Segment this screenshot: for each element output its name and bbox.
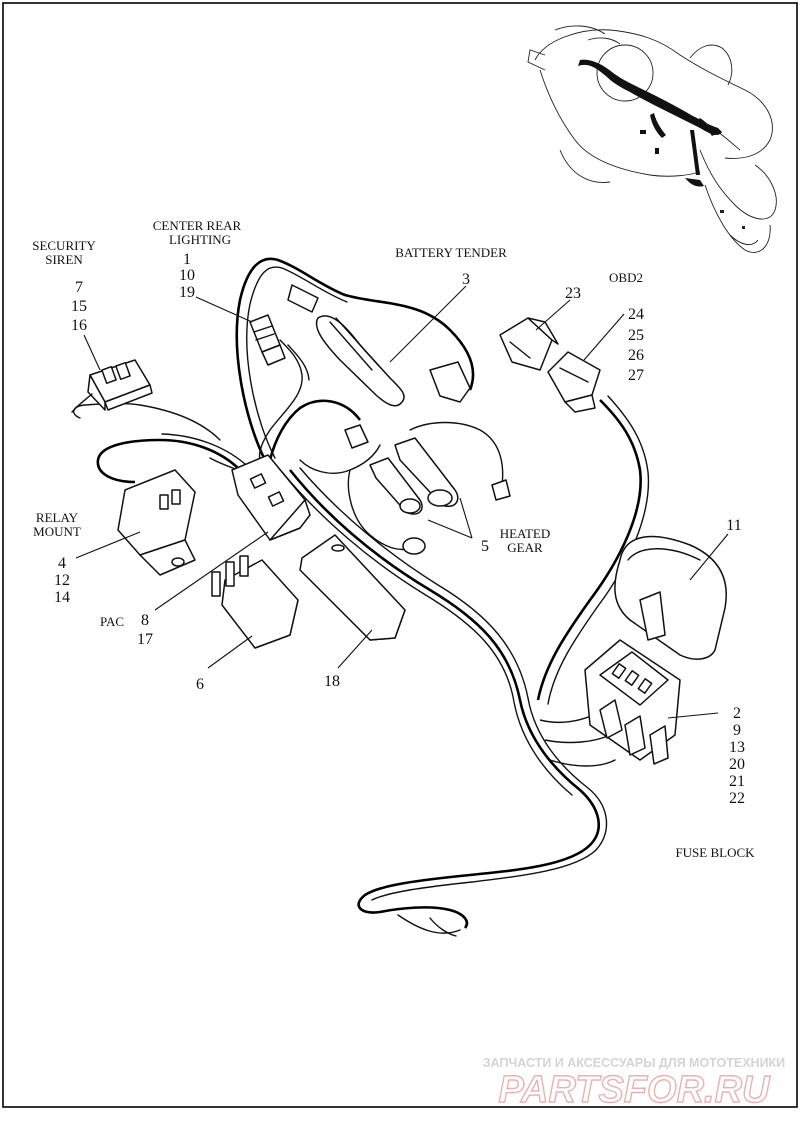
callout-20: 20 xyxy=(729,756,745,773)
fuse-block xyxy=(584,639,681,765)
callout-3: 3 xyxy=(462,271,470,288)
callout-14: 14 xyxy=(54,589,70,606)
callout-25: 25 xyxy=(628,327,644,344)
pac-connector xyxy=(231,454,311,541)
center-rear-lighting-label-line2: LIGHTING xyxy=(169,232,231,247)
callout-22: 22 xyxy=(729,790,745,807)
watermark: ЗАПЧАСТИ И АКСЕССУАРЫ ДЛЯ МОТОТЕХНИКИ PA… xyxy=(483,1056,785,1112)
callout-7: 7 xyxy=(75,279,83,296)
obd2-label: OBD2 xyxy=(609,270,643,285)
callout-9: 9 xyxy=(733,722,741,739)
callout-1: 1 xyxy=(183,251,191,268)
harness-wires xyxy=(73,257,650,937)
pac-label: PAC xyxy=(100,614,124,629)
callout-16: 16 xyxy=(71,317,87,334)
callout-17: 17 xyxy=(137,631,153,648)
connector-18 xyxy=(299,534,406,641)
callout-6: 6 xyxy=(196,676,204,693)
callout-11: 11 xyxy=(726,517,741,534)
relay-mount-label-line1: RELAY xyxy=(36,510,79,525)
callout-26: 26 xyxy=(628,347,644,364)
callout-5: 5 xyxy=(481,538,489,555)
obd2-socket xyxy=(547,351,601,413)
relay xyxy=(211,555,299,649)
heated-gear-connectors xyxy=(344,424,511,555)
center-rear-lighting-label-line1: CENTER REAR xyxy=(153,218,242,233)
callout-8: 8 xyxy=(141,612,149,629)
obd2-plug xyxy=(499,317,559,371)
battery-tender-lead xyxy=(287,284,471,407)
callout-13: 13 xyxy=(729,739,745,756)
watermark-tagline: ЗАПЧАСТИ И АКСЕССУАРЫ ДЛЯ МОТОТЕХНИКИ xyxy=(483,1056,785,1070)
page-frame xyxy=(2,2,798,1108)
watermark-logo: PARTSFOR.RU xyxy=(499,1069,771,1111)
fuse-block-cover xyxy=(614,535,727,660)
fuse-block-label: FUSE BLOCK xyxy=(675,845,755,860)
labels: SECURITY SIREN 7 15 16 CENTER REAR LIGHT… xyxy=(32,218,755,860)
callout-18: 18 xyxy=(324,673,340,690)
callout-2: 2 xyxy=(733,705,741,722)
heated-gear-label-line1: HEATED xyxy=(500,526,551,541)
callout-27: 27 xyxy=(628,367,644,384)
relay-mount xyxy=(117,469,196,576)
callout-10: 10 xyxy=(179,267,195,284)
callout-24: 24 xyxy=(628,306,644,323)
battery-tender-label: BATTERY TENDER xyxy=(395,245,507,260)
leader-lines xyxy=(75,285,729,719)
security-siren-label-line2: SIREN xyxy=(45,252,83,267)
callout-12: 12 xyxy=(54,572,70,589)
heated-gear-label-line2: GEAR xyxy=(507,540,543,555)
relay-mount-label-line2: MOUNT xyxy=(33,524,81,539)
locator-motorcycle xyxy=(527,25,777,253)
callout-21: 21 xyxy=(729,773,745,790)
callout-4: 4 xyxy=(58,555,66,572)
security-siren-connector xyxy=(71,359,153,413)
callout-19: 19 xyxy=(179,284,195,301)
center-rear-lighting-connector xyxy=(249,314,286,366)
security-siren-label-line1: SECURITY xyxy=(32,238,96,253)
callout-15: 15 xyxy=(71,298,87,315)
callout-23: 23 xyxy=(565,285,581,302)
